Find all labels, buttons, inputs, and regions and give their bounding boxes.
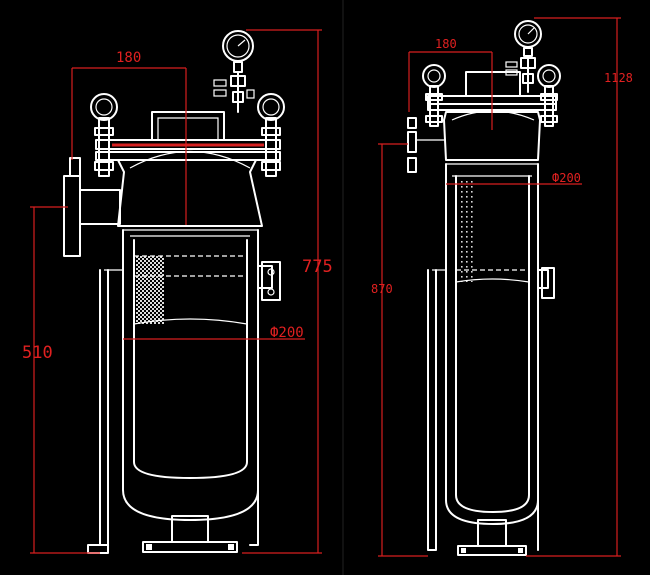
right-mesh-hatch <box>458 180 474 282</box>
right-filter-drawing: 180 1128 870 Ф200 <box>371 17 633 557</box>
right-dim-inlet-height-text: 870 <box>371 282 393 296</box>
left-bottom-outlet <box>142 515 238 553</box>
left-lid-handle <box>151 111 225 141</box>
left-filter-basket <box>133 239 248 479</box>
left-outlet-nozzle <box>257 261 281 301</box>
left-inlet-nozzle <box>63 157 121 257</box>
left-dim-inlet-height: 510 <box>22 206 100 554</box>
right-dim-overall-height: 1128 <box>526 17 633 557</box>
left-dome <box>117 159 263 227</box>
left-support-leg-left <box>99 269 109 546</box>
right-dim-inlet-height: 870 <box>371 143 428 557</box>
left-eye-bolt-left <box>90 93 118 177</box>
right-dim-width-text: 180 <box>435 37 457 51</box>
left-eye-bolt-right <box>257 93 285 177</box>
right-inlet-nozzle <box>407 117 446 173</box>
right-support-leg-left <box>427 269 437 551</box>
left-pressure-gauge <box>213 30 255 113</box>
left-dim-width: 180 <box>71 50 187 225</box>
right-filter-bag <box>455 175 530 513</box>
right-dim-diameter-text: Ф200 <box>552 171 581 185</box>
left-dim-inlet-height-text: 510 <box>22 343 53 363</box>
right-dim-diameter: Ф200 <box>446 171 582 185</box>
right-eye-bolt-right <box>537 64 561 127</box>
left-dim-width-text: 180 <box>116 50 141 66</box>
right-bottom-outlet <box>457 519 527 556</box>
right-dim-overall-height-text: 1128 <box>604 71 633 85</box>
left-mesh-hatch <box>136 256 164 324</box>
right-outlet-nozzle <box>537 267 555 299</box>
left-filter-drawing: 180 775 510 Ф200 <box>22 29 333 554</box>
right-eye-bolt-left <box>422 64 446 127</box>
left-vessel-shell <box>122 229 259 521</box>
right-dim-width: 180 <box>408 37 493 130</box>
left-dim-diameter: Ф200 <box>123 325 305 341</box>
left-dim-overall-height: 775 <box>242 29 333 554</box>
right-pressure-gauge <box>505 20 542 93</box>
right-vessel-shell <box>445 163 539 525</box>
right-lid-handle <box>465 71 521 97</box>
left-dim-overall-height-text: 775 <box>302 257 333 277</box>
left-dim-diameter-text: Ф200 <box>270 325 304 341</box>
left-lid-flange <box>95 139 281 150</box>
